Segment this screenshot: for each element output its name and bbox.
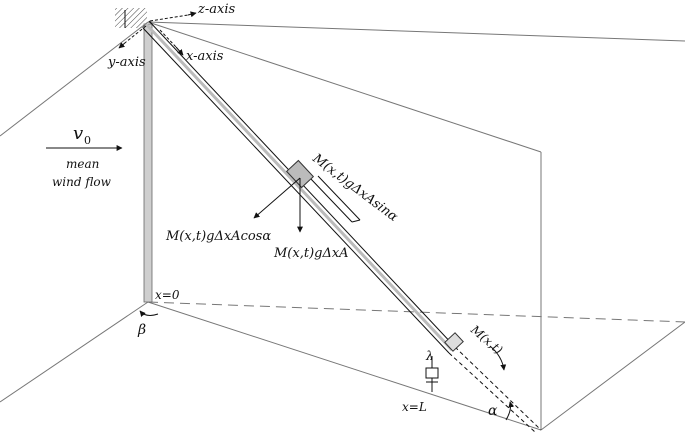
- inclined-cable: [142, 20, 542, 433]
- alpha-label: α: [488, 403, 498, 419]
- force-weight-label: M(x,t)gΔxA: [273, 246, 349, 261]
- box-outline: [0, 21, 685, 431]
- mean-label: mean: [66, 157, 99, 171]
- z-axis-label: z-axis: [197, 2, 235, 17]
- wind-velocity-label: v: [73, 123, 83, 144]
- lambda-label: λ: [425, 349, 434, 363]
- moving-mass-label: M(x,t): [467, 322, 505, 357]
- wind-flow-label: wind flow: [52, 175, 112, 189]
- y-axis-arrow: [118, 25, 147, 49]
- beta-angle-arc: [139, 310, 159, 318]
- x0-label: x=0: [155, 288, 180, 302]
- z-axis-arrow: [149, 11, 197, 22]
- force-vectors: [253, 177, 303, 233]
- lambda-element: [425, 356, 439, 392]
- xL-label: x=L: [402, 400, 427, 414]
- alpha-angle-arc: [505, 401, 515, 421]
- force-normal-label: M(x,t)gΔxAcosα: [165, 229, 271, 244]
- mass-element: [285, 159, 315, 189]
- beta-label: β: [137, 322, 146, 338]
- wind-velocity-subscript: 0: [84, 134, 91, 147]
- x-axis-label: x-axis: [186, 49, 224, 64]
- wall-support: [115, 8, 147, 28]
- x-axis-arrow: [159, 29, 184, 56]
- y-axis-label: y-axis: [107, 55, 146, 70]
- moving-mass: [444, 332, 507, 371]
